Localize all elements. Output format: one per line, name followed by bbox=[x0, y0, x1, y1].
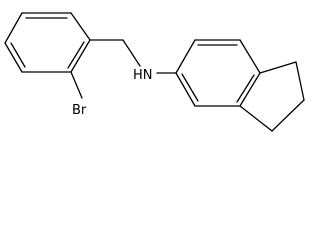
double-bond-inner bbox=[181, 73, 199, 102]
indane-benzene-ring bbox=[175, 39, 261, 107]
amine-label: HN bbox=[133, 68, 153, 83]
molecule-structure: Br HN bbox=[4, 12, 305, 132]
bond bbox=[175, 39, 196, 74]
bond-c-br bbox=[70, 71, 83, 99]
double-bond-inner bbox=[236, 74, 255, 103]
bromine-label: Br bbox=[72, 103, 87, 118]
cyclopentane-ring bbox=[239, 61, 305, 132]
bond bbox=[70, 39, 91, 73]
bond bbox=[239, 39, 261, 74]
bond bbox=[4, 12, 23, 44]
bond bbox=[271, 99, 305, 132]
bond-ch2-n bbox=[122, 39, 141, 67]
bond bbox=[259, 61, 297, 74]
double-bond-inner bbox=[10, 42, 26, 68]
double-bond-inner bbox=[67, 41, 85, 69]
bond bbox=[175, 72, 196, 107]
bond bbox=[239, 105, 273, 132]
benzyl-ring bbox=[4, 12, 91, 73]
bond bbox=[239, 72, 261, 107]
bond bbox=[295, 61, 305, 101]
bond bbox=[70, 12, 91, 41]
bond bbox=[4, 42, 23, 73]
